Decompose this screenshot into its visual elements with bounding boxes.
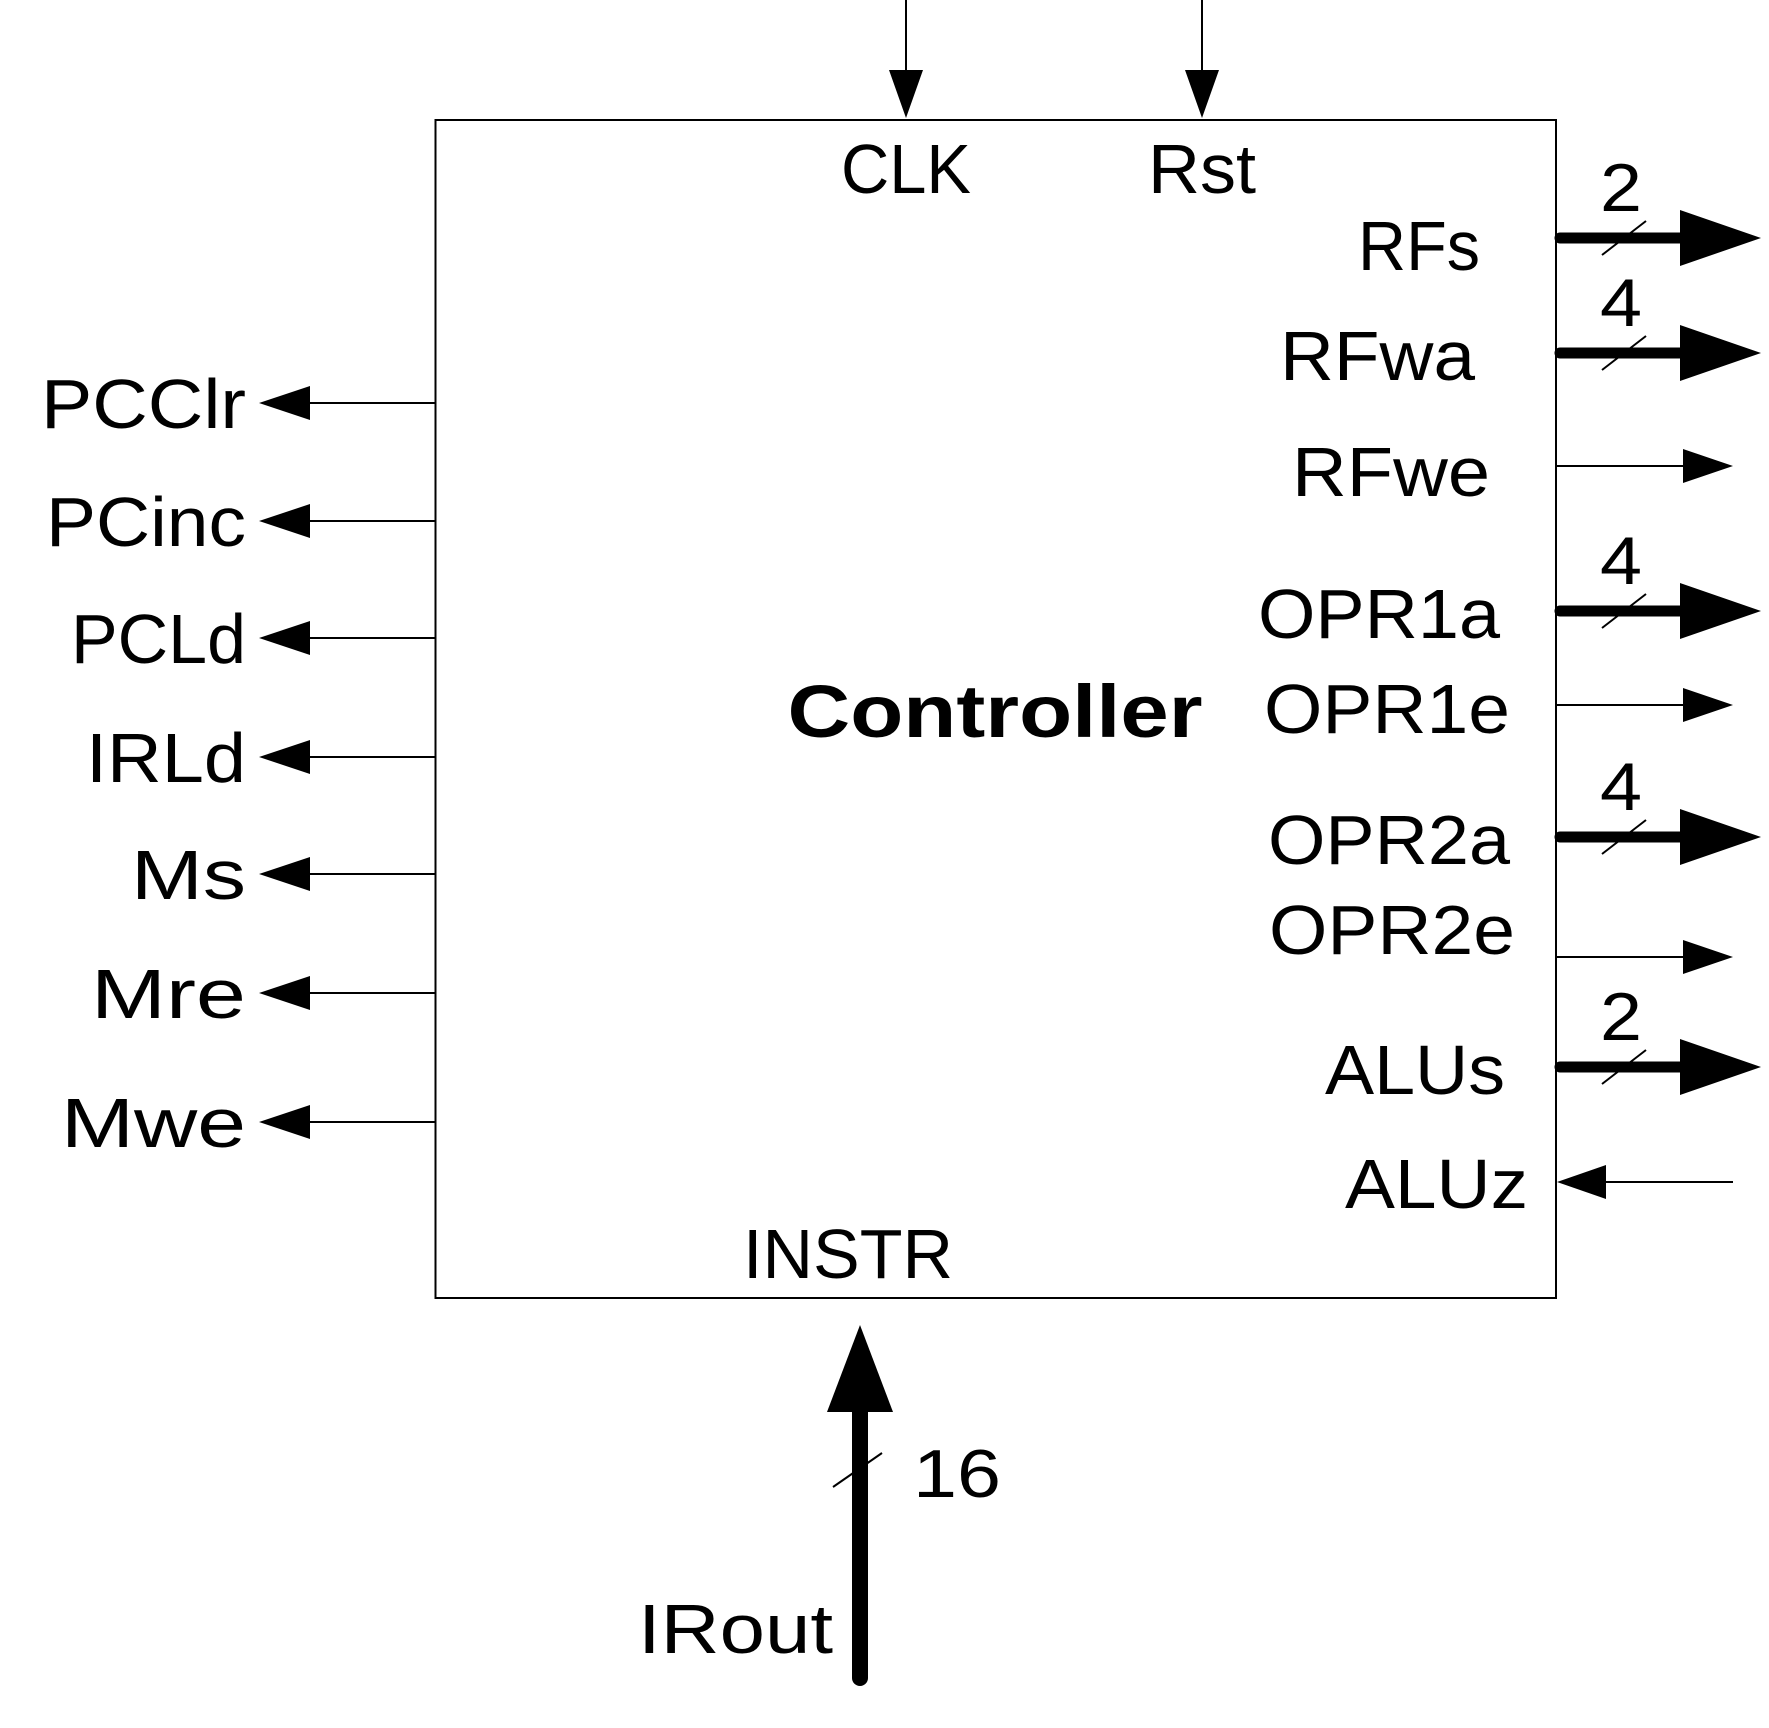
port-rfwe: RFwe [1292, 433, 1733, 511]
rfwa-bus-width: 4 [1600, 265, 1642, 341]
mre-arrowhead [259, 976, 310, 1010]
irout-source-label: IRout [638, 1590, 833, 1668]
clk-label: CLK [841, 130, 971, 208]
irld-arrowhead [259, 740, 310, 774]
opr2e-label: OPR2e [1269, 891, 1515, 969]
opr1a-label: OPR1a [1258, 575, 1500, 653]
opr2a-bus-width: 4 [1600, 749, 1642, 825]
pcinc-label: PCinc [46, 483, 246, 561]
port-opr2a: OPR2a 4 [1268, 749, 1761, 879]
port-pcld: PCLd [71, 600, 435, 678]
port-opr1a: OPR1a 4 [1258, 523, 1761, 653]
port-mre: Mre [91, 955, 435, 1033]
opr1e-label: OPR1e [1264, 670, 1510, 748]
ms-label: Ms [131, 836, 246, 914]
rfs-label: RFs [1358, 207, 1480, 285]
rfwe-arrowhead [1683, 449, 1733, 483]
alus-bus-slash-icon [1601, 1049, 1647, 1085]
rfs-bus-arrowhead [1680, 210, 1761, 266]
ms-arrowhead [259, 857, 310, 891]
port-rfwa: RFwa 4 [1280, 265, 1761, 395]
alus-bus-arrowhead [1680, 1039, 1761, 1095]
opr2a-bus-arrowhead [1680, 809, 1761, 865]
rfwa-bus-slash-icon [1601, 335, 1647, 371]
opr2a-bus-slash-icon [1601, 819, 1647, 855]
pcinc-arrowhead [259, 504, 310, 538]
alus-bus-width: 2 [1600, 979, 1642, 1055]
controller-block [434, 119, 1557, 1299]
irld-label: IRLd [86, 719, 246, 797]
rfwe-label: RFwe [1292, 433, 1490, 511]
port-pcclr: PCClr [41, 365, 435, 443]
irout-bus-width: 16 [913, 1436, 1001, 1512]
irout-bus-arrowhead [827, 1325, 893, 1412]
port-alus: ALUs 2 [1325, 979, 1761, 1109]
aluz-label: ALUz [1345, 1145, 1528, 1223]
mwe-label: Mwe [61, 1084, 246, 1162]
port-pcinc: PCinc [46, 483, 435, 561]
rst-arrowhead [1185, 70, 1219, 118]
rfs-bus-slash-icon [1601, 220, 1647, 256]
port-opr2e: OPR2e [1269, 891, 1733, 974]
port-mwe: Mwe [61, 1084, 435, 1162]
instr-label: INSTR [743, 1215, 953, 1293]
port-opr1e: OPR1e [1264, 670, 1733, 748]
clk-arrowhead [889, 70, 923, 118]
mre-label: Mre [91, 955, 246, 1033]
port-clk: CLK [841, 0, 971, 208]
pcclr-label: PCClr [41, 365, 246, 443]
port-instr: INSTR 16 IRout [638, 1215, 1001, 1686]
port-rfs: RFs 2 [1358, 150, 1761, 285]
port-ms: Ms [131, 836, 435, 914]
opr2e-arrowhead [1683, 940, 1733, 974]
rfs-bus-width: 2 [1600, 150, 1642, 226]
rfwa-bus-arrowhead [1680, 325, 1761, 381]
opr1a-bus-slash-icon [1601, 593, 1647, 629]
port-aluz: ALUz [1345, 1145, 1733, 1223]
right-ports: RFs2RFwa4RFweOPR1a4OPR1eOPR2a4OPR2eALUs2… [1258, 150, 1761, 1223]
opr1a-bus-width: 4 [1600, 523, 1642, 599]
rst-label: Rst [1148, 130, 1256, 208]
mwe-arrowhead [259, 1105, 310, 1139]
pcld-arrowhead [259, 621, 310, 655]
port-rst: Rst [1148, 0, 1256, 208]
rfwa-label: RFwa [1280, 317, 1475, 395]
pcclr-arrowhead [259, 386, 310, 420]
irout-bus-slash-icon [832, 1452, 883, 1488]
pcld-label: PCLd [71, 600, 246, 678]
alus-label: ALUs [1325, 1031, 1505, 1109]
opr1e-arrowhead [1683, 688, 1733, 722]
port-irld: IRLd [86, 719, 435, 797]
aluz-arrowhead [1557, 1165, 1606, 1199]
opr2a-label: OPR2a [1268, 801, 1510, 879]
block-title: Controller [788, 670, 1203, 753]
opr1a-bus-arrowhead [1680, 583, 1761, 639]
